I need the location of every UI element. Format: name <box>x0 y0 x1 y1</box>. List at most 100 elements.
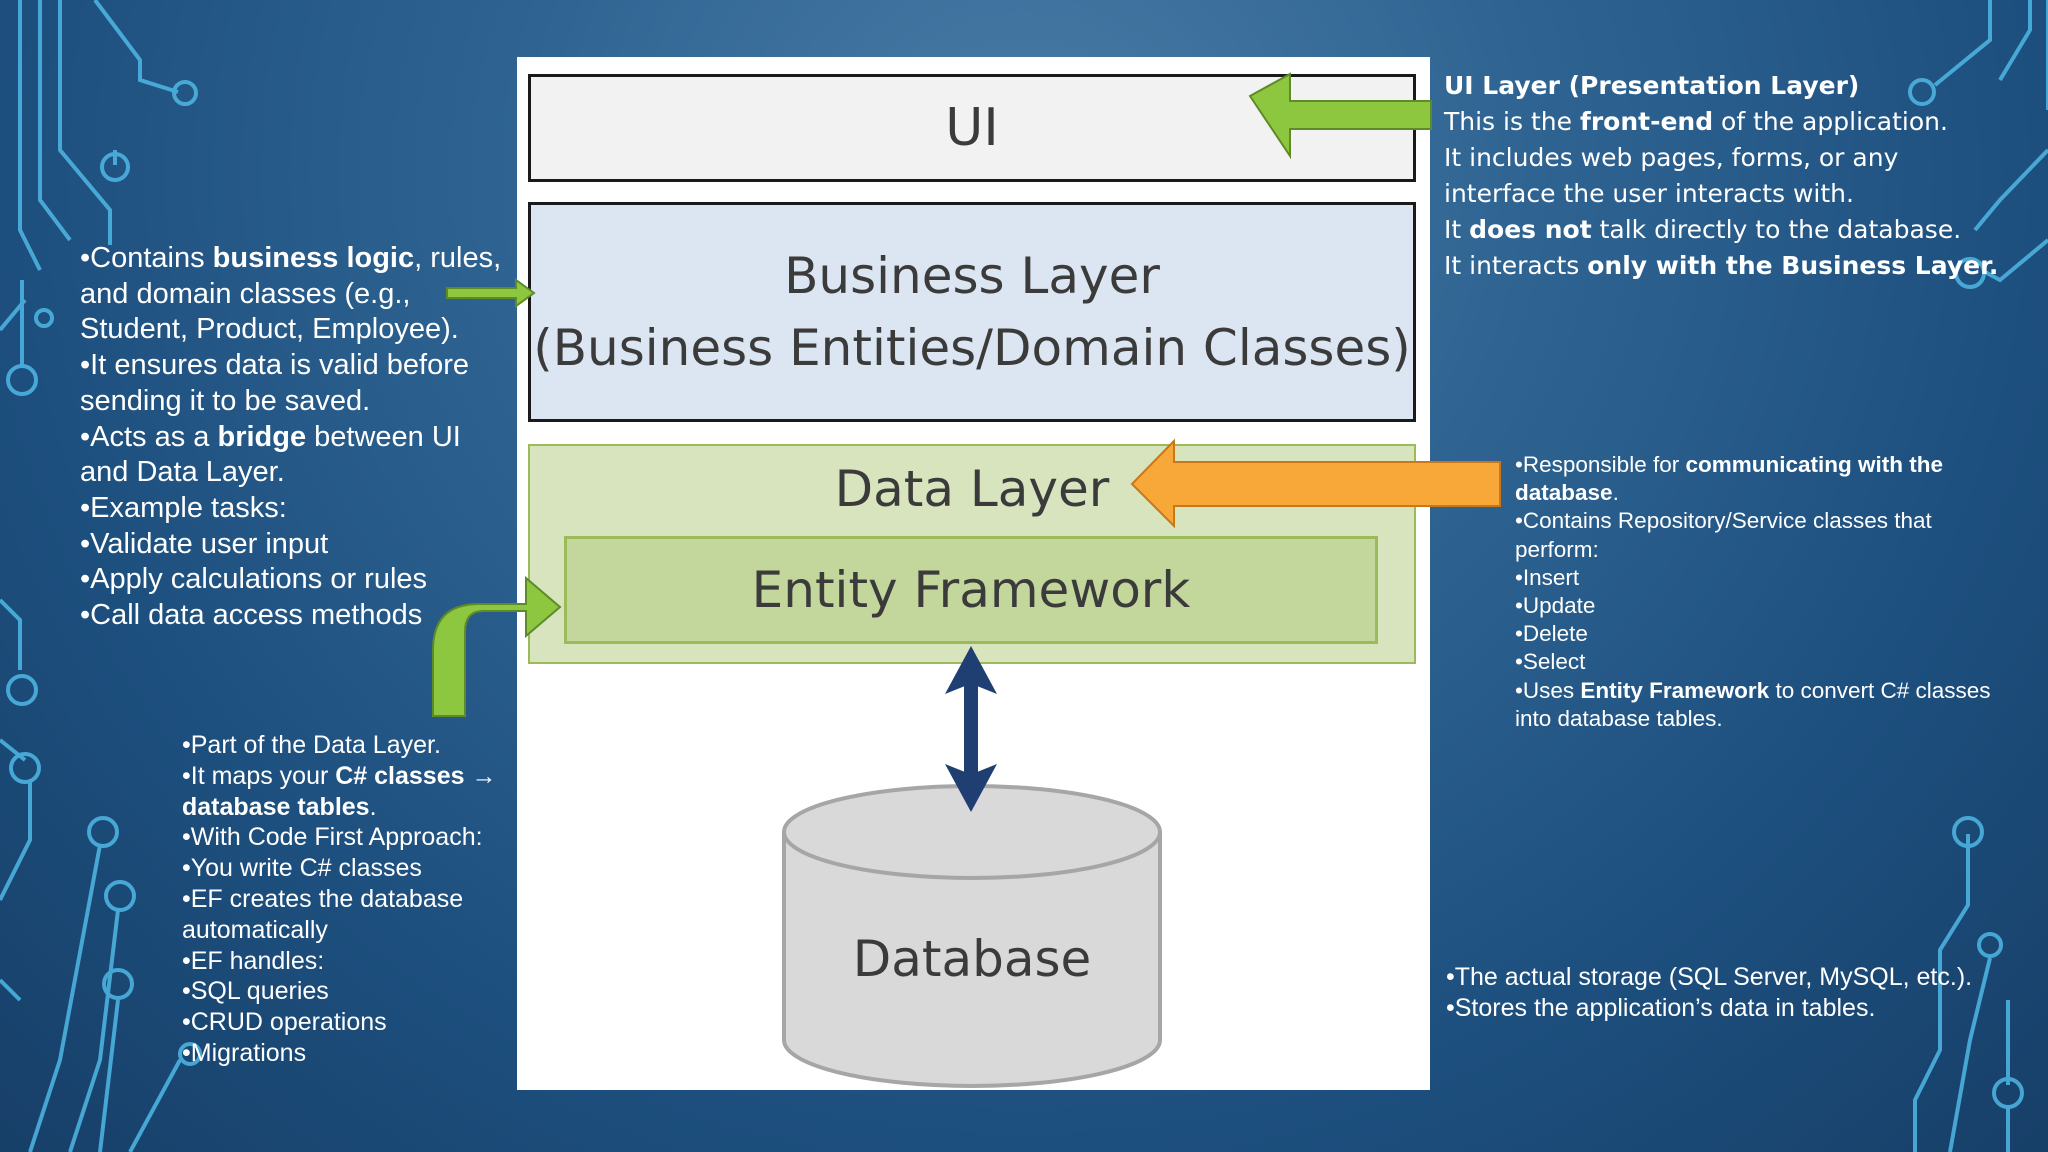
note-text: •With Code First Approach: <box>182 823 483 852</box>
business-layer-box: Business Layer (Business Entities/Domain… <box>528 202 1416 422</box>
note-text: •Validate user input <box>80 527 329 560</box>
note-line: •Insert <box>1515 564 1991 592</box>
note-line: •Select <box>1515 648 1991 676</box>
note-text: •You write C# classes <box>182 854 422 883</box>
note-bold-text: Entity Framework <box>1580 677 1770 703</box>
ui-layer-label: UI <box>945 98 999 158</box>
note-line: database. <box>1515 479 1991 507</box>
note-text: •Update <box>1515 593 1596 619</box>
note-text: Student, Product, Employee). <box>80 313 459 346</box>
note-text: to convert C# classes <box>1769 677 1991 703</box>
note-text: talk directly to the database. <box>1591 215 1962 244</box>
note-text: •Uses <box>1515 677 1581 703</box>
note-text: It <box>1444 215 1470 244</box>
business-layer-subtitle: (Business Entities/Domain Classes) <box>533 319 1411 377</box>
note-line: •Contains business logic, rules, <box>80 241 501 277</box>
ui-arrow <box>1248 72 1432 160</box>
note-line: •CRUD operations <box>182 1007 496 1038</box>
note-line: •Validate user input <box>80 527 501 563</box>
note-line: •SQL queries <box>182 976 496 1007</box>
note-text: •Contains <box>80 242 213 274</box>
note-line: •Contains Repository/Service classes tha… <box>1515 507 1991 535</box>
note-text: •The actual storage (SQL Server, MySQL, … <box>1446 963 1973 991</box>
note-line: It includes web pages, forms, or any <box>1444 140 1998 176</box>
note-bold-text: communicating with the <box>1685 452 1943 477</box>
data-layer-label: Data Layer <box>834 460 1110 518</box>
note-text: •EF handles: <box>182 946 325 975</box>
note-line: interface the user interacts with. <box>1444 176 1998 212</box>
note-line: •Acts as a bridge between UI <box>80 420 501 456</box>
note-text: . <box>1716 705 1723 731</box>
note-text: •EF creates the database <box>182 884 464 913</box>
note-line: •Responsible for communicating with the <box>1515 451 1991 479</box>
entity-framework-box: Entity Framework <box>564 536 1378 644</box>
database-label: Database <box>852 930 1092 988</box>
note-line: •Uses Entity Framework to convert C# cla… <box>1515 677 1991 705</box>
note-text: •Responsible for <box>1515 452 1686 477</box>
note-text: •Call data access methods <box>80 599 423 632</box>
note-text: interface the user interacts with. <box>1444 179 1854 208</box>
note-line: •With Code First Approach: <box>182 822 496 853</box>
note-text: It includes web pages, forms, or any <box>1444 143 1899 172</box>
ui-layer-notes: UI Layer (Presentation Layer) This is the… <box>1444 68 1998 284</box>
entity-framework-arrow <box>432 575 562 717</box>
note-line: database tables. <box>182 792 496 823</box>
note-line: sending it to be saved. <box>80 384 501 420</box>
note-line: •It ensures data is valid before <box>80 348 501 384</box>
note-bold-text: business logic <box>212 242 415 274</box>
entity-framework-notes: •Part of the Data Layer.•It maps your C#… <box>182 730 496 1069</box>
note-text: •It maps your <box>182 761 336 790</box>
note-line: •Delete <box>1515 620 1991 648</box>
business-layer-title: Business Layer <box>784 247 1160 305</box>
note-line: •Call data access methods <box>80 598 501 634</box>
note-line: into database tables. <box>1515 705 1991 733</box>
note-line: UI Layer (Presentation Layer) <box>1444 68 1998 104</box>
note-text: of the application. <box>1713 107 1948 136</box>
note-bold-text: database <box>1515 480 1613 506</box>
note-bold-text: bridge <box>217 420 307 453</box>
note-line: Student, Product, Employee). <box>80 312 501 348</box>
note-line: This is the front-end of the application… <box>1444 104 1998 140</box>
business-arrow <box>446 278 536 308</box>
note-text: •Migrations <box>182 1038 307 1067</box>
note-bold-text: C# classes <box>335 761 465 790</box>
note-text: •Acts as a <box>80 420 218 453</box>
note-line: •You write C# classes <box>182 853 496 884</box>
note-text: It interacts <box>1444 251 1588 280</box>
note-text: and Data Layer. <box>80 456 285 489</box>
note-text: automatically <box>182 915 328 944</box>
note-text: This is the <box>1444 107 1580 136</box>
note-text: •It ensures data is valid before <box>80 349 469 382</box>
note-line: perform: <box>1515 536 1991 564</box>
entity-framework-label: Entity Framework <box>751 561 1191 619</box>
note-text: → <box>464 761 497 790</box>
note-text: •SQL queries <box>182 977 329 1006</box>
note-line: It interacts only with the Business Laye… <box>1444 248 1998 284</box>
note-text: , rules, <box>414 242 502 274</box>
note-text: •Example tasks: <box>80 491 287 524</box>
note-text: •Part of the Data Layer. <box>182 731 441 759</box>
note-bold-text: only with the Business Layer. <box>1587 251 1999 280</box>
note-text: between UI <box>306 420 461 453</box>
note-text: . <box>369 792 377 821</box>
note-line: •EF creates the database <box>182 884 496 915</box>
note-bold-text: database tables <box>182 792 370 821</box>
note-text: into database tables <box>1515 705 1717 731</box>
data-layer-arrow <box>1130 438 1501 529</box>
note-line: •Migrations <box>182 1038 496 1069</box>
note-text: •Delete <box>1515 621 1588 647</box>
note-line: •The actual storage (SQL Server, MySQL, … <box>1446 962 1972 993</box>
note-bold-text: UI Layer (Presentation Layer) <box>1444 71 1860 100</box>
note-line: •Example tasks: <box>80 491 501 527</box>
note-text: •Contains Repository/Service classes tha… <box>1515 508 1932 534</box>
note-line: •Stores the application’s data in tables… <box>1446 993 1972 1024</box>
note-bold-text: does not <box>1469 215 1592 244</box>
note-line: •Apply calculations or rules <box>80 562 501 598</box>
note-line: and Data Layer. <box>80 455 501 491</box>
business-layer-notes: •Contains business logic, rules,and doma… <box>80 241 501 634</box>
note-text: •Stores the application’s data in tables… <box>1446 994 1876 1022</box>
note-text: •Insert <box>1515 564 1580 590</box>
